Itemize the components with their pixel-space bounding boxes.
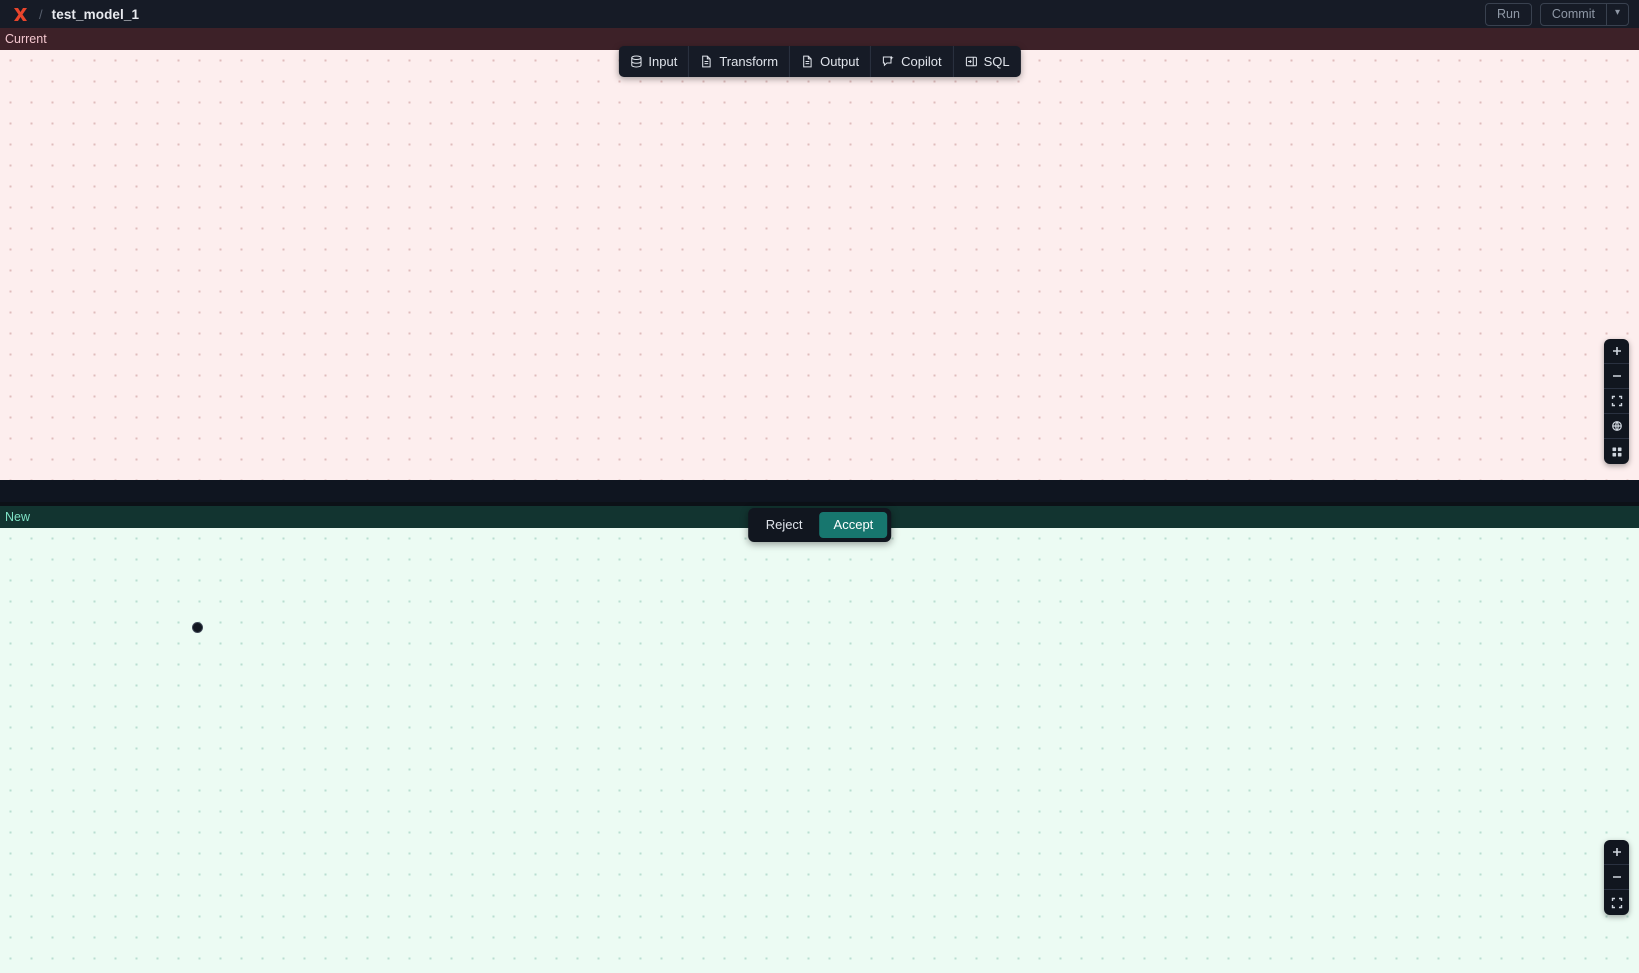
new-zoom-controls <box>1604 840 1629 915</box>
minus-icon[interactable] <box>1604 865 1629 890</box>
diff-decision-bar: Reject Accept <box>747 508 892 542</box>
toolbar-item-sql[interactable]: SQL <box>952 46 1021 77</box>
toolbar-item-transform[interactable]: Transform <box>688 46 789 77</box>
sql-panel-icon <box>965 55 978 68</box>
run-button[interactable]: Run <box>1484 2 1532 26</box>
toolbar-item-copilot-label: Copilot <box>901 54 942 69</box>
toolbar-item-transform-label: Transform <box>719 54 779 69</box>
document-icon <box>801 55 814 68</box>
titlebar-actions: Run Commit ▾ <box>1484 2 1629 26</box>
grid-icon[interactable] <box>1604 439 1629 464</box>
commit-split-button[interactable]: Commit ▾ <box>1539 2 1629 26</box>
toolbar-item-copilot[interactable]: Copilot <box>870 46 952 77</box>
current-pane-label: Current <box>0 28 1639 50</box>
node-output-port[interactable] <box>192 622 203 633</box>
toolbar-item-sql-label: SQL <box>983 54 1010 69</box>
current-canvas[interactable] <box>0 50 1639 480</box>
new-canvas[interactable]: fct_github_pull_requests⋯Model Namefct_g… <box>0 528 1639 973</box>
toolbar-item-input[interactable]: Input <box>618 46 688 77</box>
plus-icon[interactable] <box>1604 840 1629 865</box>
minus-icon[interactable] <box>1604 364 1629 389</box>
sparkle-chat-icon <box>882 55 895 68</box>
chevron-down-icon[interactable]: ▾ <box>1605 3 1628 25</box>
toolbar-item-input-label: Input <box>648 54 678 69</box>
editor-toolbar: Input Transform Output <box>618 46 1021 77</box>
lock-globe-icon[interactable] <box>1604 414 1629 439</box>
current-pane: Current <box>0 28 1639 480</box>
edge-connections <box>0 528 1639 973</box>
new-pane: New fct_github_pull_requests⋯Model Namef… <box>0 506 1639 973</box>
toolbar-item-output[interactable]: Output <box>789 46 870 77</box>
xdb-logo-icon[interactable] <box>10 4 30 24</box>
current-zoom-controls <box>1604 339 1629 464</box>
pane-divider[interactable] <box>0 502 1639 506</box>
fit-view-icon[interactable] <box>1604 890 1629 915</box>
database-icon <box>629 55 642 68</box>
accept-button[interactable]: Accept <box>819 512 888 538</box>
breadcrumb-separator: / <box>39 6 43 22</box>
document-icon <box>700 55 713 68</box>
commit-button-label[interactable]: Commit <box>1551 6 1595 21</box>
reject-button[interactable]: Reject <box>765 517 803 532</box>
plus-icon[interactable] <box>1604 339 1629 364</box>
toolbar-item-output-label: Output <box>820 54 860 69</box>
fit-view-icon[interactable] <box>1604 389 1629 414</box>
title-bar: / test_model_1 Run Commit ▾ <box>0 0 1639 28</box>
page-title: test_model_1 <box>51 6 140 22</box>
